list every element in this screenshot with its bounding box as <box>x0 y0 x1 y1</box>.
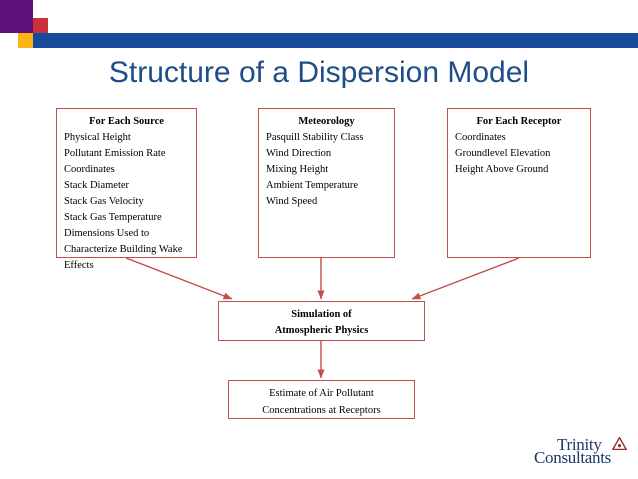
decor-orange-square <box>18 33 33 48</box>
box-simulation-line2: Atmospheric Physics <box>274 325 369 337</box>
box-source-item: Stack Diameter <box>64 180 130 192</box>
box-source-item: Coordinates <box>64 164 115 176</box>
box-source-item: Pollutant Emission Rate <box>64 148 166 160</box>
box-source-item: Physical Height <box>64 132 131 144</box>
box-receptor-title: For Each Receptor <box>476 116 562 127</box>
decor-purple-square <box>0 0 33 33</box>
arrow-receptor-to-simulation <box>411 257 520 300</box>
box-for-each-source: For Each Source Physical Height Pollutan… <box>56 108 197 271</box>
box-for-each-receptor: For Each Receptor Coordinates Groundleve… <box>447 108 591 258</box>
box-receptor-item: Height Above Ground <box>455 164 549 176</box>
box-source-item: Stack Gas Temperature <box>64 211 162 223</box>
box-source-title: For Each Source <box>89 116 164 127</box>
box-estimate-line1: Estimate of Air Pollutant <box>269 388 374 399</box>
triangle-icon <box>612 437 627 450</box>
trinity-consultants-logo: Trinity Consultants <box>534 436 634 472</box>
box-meteorology-item: Pasquill Stability Class <box>266 132 364 144</box>
box-meteorology: Meteorology Pasquill Stability Class Win… <box>258 108 395 258</box>
box-source-item: Dimensions Used to Characterize Building… <box>64 227 183 271</box>
decor-blue-bar <box>33 33 638 48</box>
box-simulation-line1: Simulation of <box>291 309 352 320</box>
box-receptor-item: Groundlevel Elevation <box>455 148 551 160</box>
box-meteorology-item: Wind Speed <box>266 196 318 208</box>
box-estimate: Estimate of Air Pollutant Concentrations… <box>228 380 415 419</box>
box-receptor-item: Coordinates <box>455 132 506 144</box>
box-meteorology-item: Wind Direction <box>266 148 332 160</box>
box-source-item: Stack Gas Velocity <box>64 196 144 208</box>
decor-red-square <box>33 18 48 33</box>
logo-word-trinity: Trinity <box>557 435 602 454</box>
page-title: Structure of a Dispersion Model <box>108 56 530 89</box>
logo-word-consultants: Consultants <box>534 448 611 467</box>
box-meteorology-item: Mixing Height <box>266 164 329 176</box>
box-simulation: Simulation of Atmospheric Physics <box>218 301 425 341</box>
box-estimate-line2: Concentrations at Receptors <box>262 404 381 416</box>
box-meteorology-title: Meteorology <box>298 116 355 127</box>
box-meteorology-item: Ambient Temperature <box>266 180 359 192</box>
